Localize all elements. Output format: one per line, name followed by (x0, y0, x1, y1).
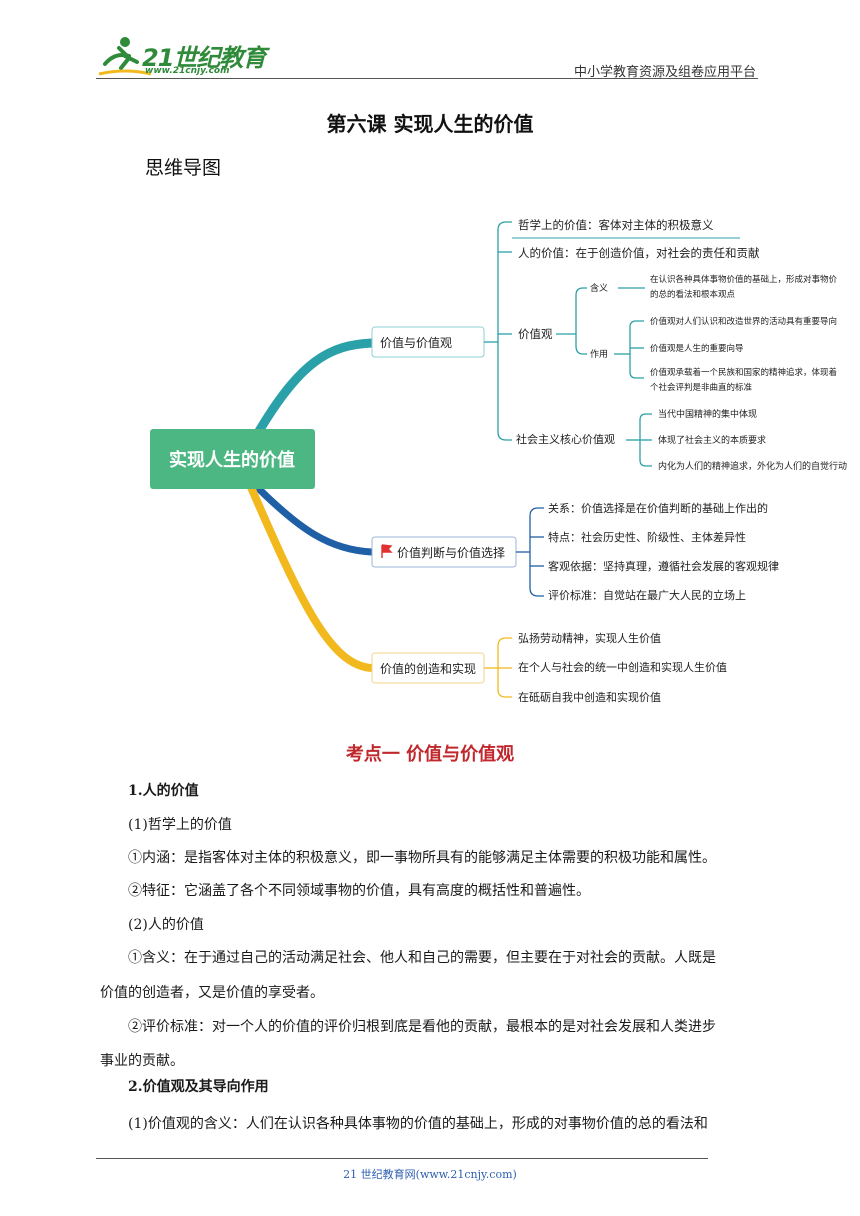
branch2-label: 价值判断与价值选择 (397, 545, 505, 560)
heading-1: 1.人的价值 (128, 783, 199, 799)
para-1: (1)哲学上的价值 (128, 817, 232, 833)
branch3-connector (246, 481, 376, 672)
para-4: (2)人的价值 (128, 917, 204, 933)
para-2: ①内涵：是指客体对主体的积极意义，即一事物所具有的能够满足主体需要的积极功能和属… (128, 850, 716, 866)
b1-values: 价值观 (518, 327, 553, 341)
b2-item-1: 关系：价值选择是在价值判断的基础上作出的 (548, 501, 768, 515)
b1-role: 作用 (590, 348, 608, 360)
para-6b: 事业的贡献。 (100, 1053, 184, 1069)
runner-logo-icon (98, 37, 152, 76)
b1-human: 人的价值：在于创造价值，对社会的责任和贡献 (518, 246, 760, 260)
b2-item-4: 评价标准：自觉站在最广大人民的立场上 (548, 588, 746, 602)
b1-core-2: 体现了社会主义的本质要求 (658, 434, 766, 446)
heading-2: 2.价值观及其导向作用 (128, 1079, 269, 1095)
b3-item-2: 在个人与社会的统一中创造和实现人生价值 (518, 660, 727, 674)
b1-core-3: 内化为人们的精神追求，外化为人们的自觉行动 (658, 460, 847, 472)
b1-meaning-text-2: 的总的看法和根本观点 (650, 289, 736, 300)
para-3: ②特征：它涵盖了各个不同领域事物的价值，具有高度的概括性和普遍性。 (128, 883, 590, 899)
mind-map: 实现人生的价值 价值与价值观 哲学上的价值：客体对主体的积极意义 人的价值：在于… (150, 218, 847, 704)
logo (95, 34, 265, 80)
branch2-connector (251, 481, 376, 556)
para-5b: 价值的创造者，又是价值的享受者。 (100, 985, 324, 1001)
page-title: 第六课 实现人生的价值 (326, 112, 534, 136)
root-node (150, 429, 315, 489)
mindmap-heading: 思维导图 (145, 157, 222, 179)
branch1-label: 价值与价值观 (380, 335, 452, 350)
b1-role-2: 价值观是人生的重要向导 (650, 343, 744, 354)
flag-icon (381, 544, 393, 558)
header-divider (96, 78, 758, 79)
b1-role-3a: 价值观承载着一个民族和国家的精神追求，体现着 (650, 367, 837, 378)
platform-name: 中小学教育资源及组卷应用平台 (573, 65, 756, 80)
para-7: (1)价值观的含义：人们在认识各种具体事物的价值的基础上，形成的对事物价值的总的… (128, 1116, 708, 1132)
branch1-connector (250, 338, 377, 443)
logo-text: 21世纪教育 (142, 44, 266, 72)
para-5a: ①含义：在于通过自己的活动满足社会、他人和自己的需要，但主要在于对社会的贡献。人… (128, 950, 716, 966)
b2-item-3: 客观依据：坚持真理，遵循社会发展的客观规律 (548, 559, 779, 573)
b1-core: 社会主义核心价值观 (516, 432, 615, 446)
root-label: 实现人生的价值 (169, 449, 295, 471)
b3-item-1: 弘扬劳动精神，实现人生价值 (518, 631, 661, 645)
b2-item-2: 特点：社会历史性、阶级性、主体差异性 (548, 530, 746, 544)
kaodian-title: 考点一 价值与价值观 (345, 744, 515, 765)
b1-philosophy: 哲学上的价值：客体对主体的积极意义 (518, 218, 714, 232)
footer-divider (96, 1158, 708, 1159)
branch3-label: 价值的创造和实现 (380, 661, 476, 676)
para-6a: ②评价标准：对一个人的价值的评价归根到底是看他的贡献，最根本的是对社会发展和人类… (128, 1019, 716, 1035)
b1-role-3b: 个社会评判是非曲直的标准 (650, 382, 753, 393)
b1-meaning: 含义 (590, 282, 608, 294)
b3-item-3: 在砥砺自我中创造和实现价值 (518, 690, 661, 704)
b1-role-1: 价值观对人们认识和改造世界的活动具有重要导向 (650, 316, 837, 327)
footer-link[interactable]: 21 世纪教育网(www.21cnjy.com) (343, 1168, 517, 1181)
b1-meaning-text-1: 在认识各种具体事物价值的基础上，形成对事物价 (650, 274, 838, 285)
b1-core-1: 当代中国精神的集中体现 (658, 408, 757, 420)
logo-url: www.21cnjy.com (145, 66, 230, 76)
